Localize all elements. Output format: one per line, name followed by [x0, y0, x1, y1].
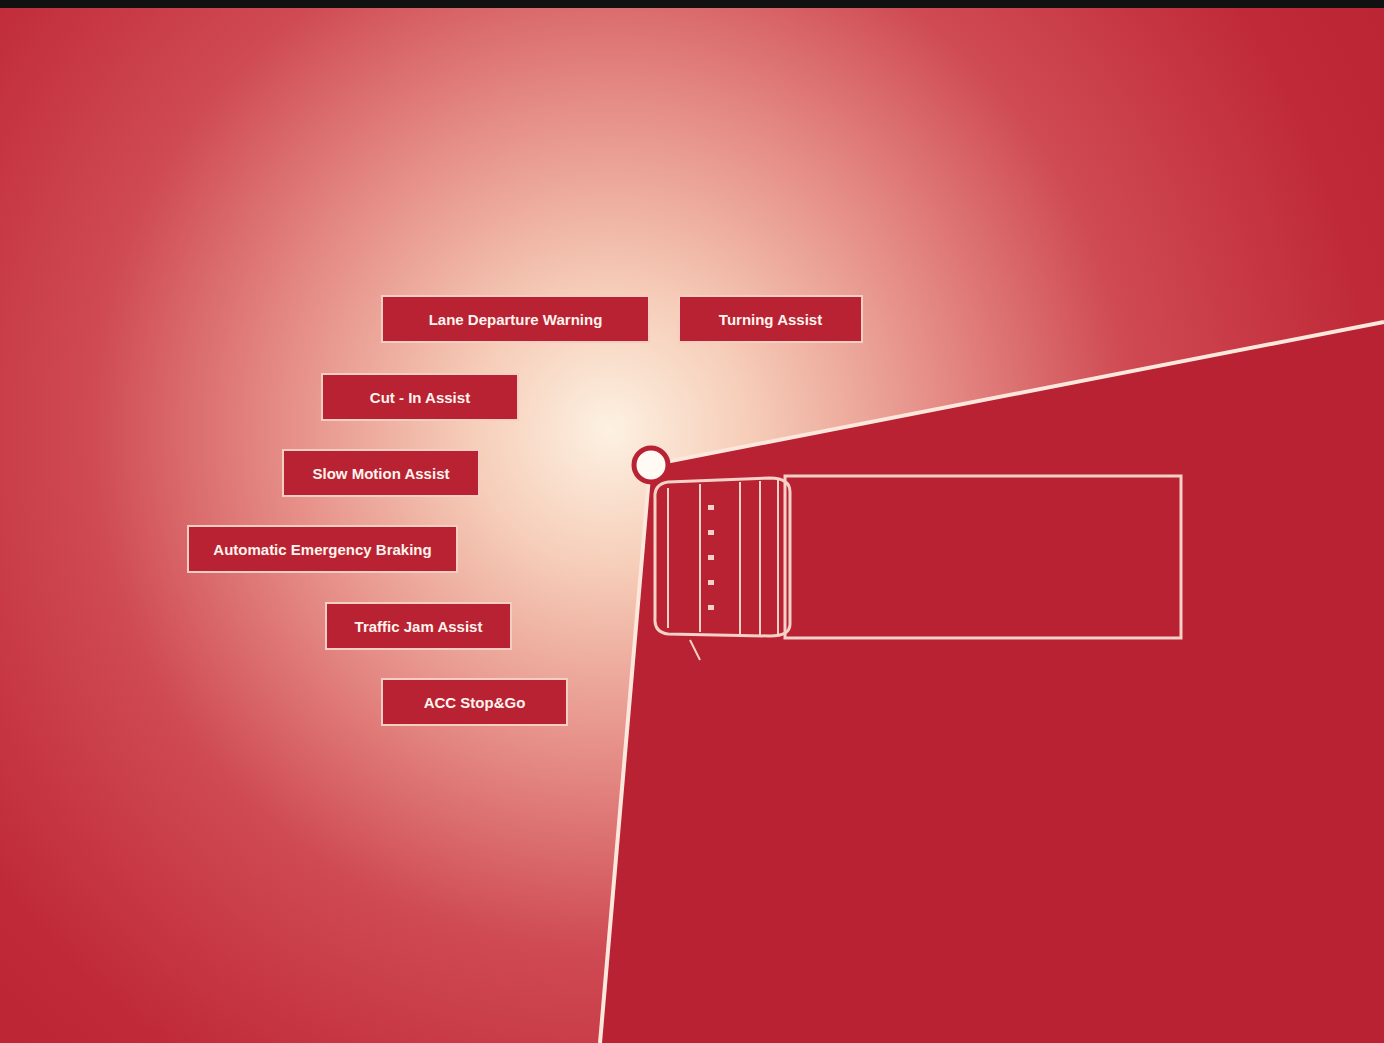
- feature-label: Lane Departure Warning: [429, 311, 603, 328]
- top-bar: [0, 0, 1384, 8]
- feature-label: Turning Assist: [719, 311, 822, 328]
- shadow-region: [600, 322, 1384, 1043]
- feature-box: Turning Assist: [678, 295, 863, 343]
- feature-box: Cut - In Assist: [321, 373, 519, 421]
- cab-roof: [759, 481, 761, 635]
- cab-front: [667, 488, 669, 628]
- feature-label: Slow Motion Assist: [313, 465, 450, 482]
- feature-box: ACC Stop&Go: [381, 678, 568, 726]
- view-line: [600, 465, 650, 1043]
- feature-label: Traffic Jam Assist: [355, 618, 483, 635]
- feature-box: Slow Motion Assist: [282, 449, 480, 497]
- feature-label: Automatic Emergency Braking: [213, 541, 431, 558]
- cab-roof: [739, 482, 741, 634]
- truck-outline: [655, 476, 1181, 660]
- feature-label: Cut - In Assist: [370, 389, 470, 406]
- feature-label: ACC Stop&Go: [424, 694, 526, 711]
- cab-roof: [699, 484, 701, 632]
- roof-lights: [708, 505, 714, 610]
- cab: [655, 478, 790, 636]
- feature-box: Lane Departure Warning: [381, 295, 650, 343]
- feature-box: Automatic Emergency Braking: [187, 525, 458, 573]
- trailer: [785, 476, 1181, 638]
- view-line: [650, 322, 1384, 465]
- feature-box: Traffic Jam Assist: [325, 602, 512, 650]
- camera-sensor: [634, 448, 668, 482]
- cab-back: [777, 480, 779, 636]
- mirror: [690, 640, 700, 660]
